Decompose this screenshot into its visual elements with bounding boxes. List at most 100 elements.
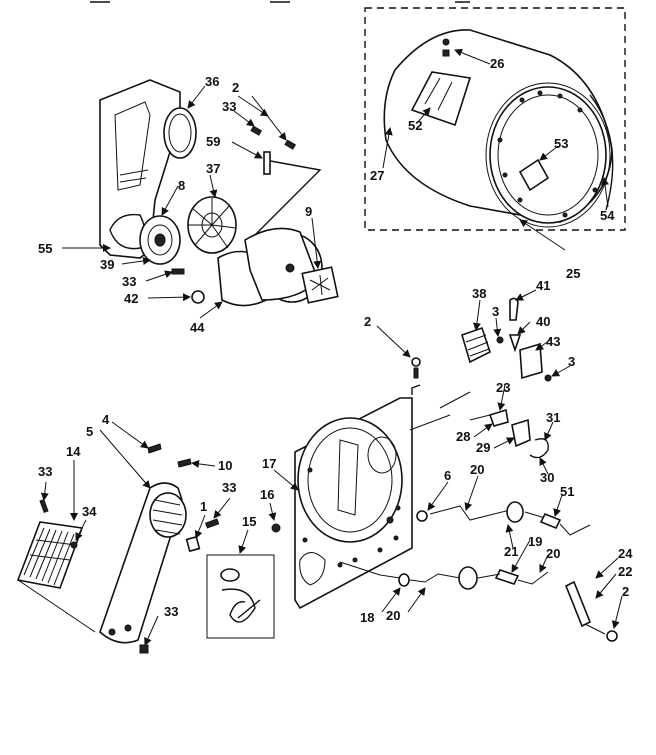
callout-33: 33 <box>222 99 236 114</box>
callout-3: 3 <box>492 304 499 319</box>
callout-18: 18 <box>360 610 374 625</box>
callout-6: 6 <box>444 468 451 483</box>
callout-40: 40 <box>536 314 550 329</box>
bulkhead-holes <box>302 467 401 568</box>
bracket-43 <box>519 342 543 380</box>
callout-51: 51 <box>560 484 574 499</box>
pad-16 <box>271 523 281 533</box>
callout-2: 2 <box>622 584 629 599</box>
callout-20: 20 <box>386 608 400 623</box>
front-panel-assembly <box>16 421 275 654</box>
switch-lever <box>469 408 509 427</box>
callout-42: 42 <box>124 291 138 306</box>
callout-4: 4 <box>102 412 110 427</box>
switch-29 <box>511 418 531 448</box>
rear-bulkhead-assembly <box>62 79 339 319</box>
screw-3-top <box>496 336 504 344</box>
screw-3-lower <box>544 374 552 382</box>
screw-26 <box>442 38 450 57</box>
callout-27: 27 <box>370 168 384 183</box>
drum-front-ring <box>489 86 607 224</box>
callout-26: 26 <box>490 56 504 71</box>
callout-labels: 36 2 33 59 37 8 9 55 39 33 42 44 26 52 5… <box>38 56 633 625</box>
sensor-41 <box>509 297 519 321</box>
thermal-fuse <box>301 266 339 304</box>
shaft-20c <box>409 573 461 583</box>
callout-53: 53 <box>554 136 568 151</box>
wire-harness-kit <box>206 554 275 639</box>
callout-22: 22 <box>618 564 632 579</box>
roller-21b <box>458 566 478 590</box>
drum-rivets <box>497 90 598 218</box>
drive-motor <box>217 227 323 307</box>
roller-support <box>564 580 618 642</box>
callout-31: 31 <box>546 410 560 425</box>
callout-54: 54 <box>600 208 615 223</box>
screw-34 <box>70 541 78 549</box>
callout-20: 20 <box>470 462 484 477</box>
screws-4-10 <box>147 443 192 468</box>
screws-top <box>171 125 297 304</box>
bearing-hub <box>139 215 181 265</box>
drum-kit-dashed-box <box>364 7 626 231</box>
callout-36: 36 <box>205 74 219 89</box>
screw-2-center <box>411 357 421 379</box>
callout-2: 2 <box>364 314 371 329</box>
callout-33: 33 <box>164 604 178 619</box>
screw-33-bottom <box>139 644 149 654</box>
screw-33-left <box>39 499 49 513</box>
callout-33: 33 <box>38 464 52 479</box>
switch-assembly <box>409 289 571 475</box>
blower-wheel <box>187 196 237 254</box>
callout-16: 16 <box>260 487 274 502</box>
callout-33: 33 <box>122 274 136 289</box>
ring-18 <box>398 573 410 587</box>
spring-30 <box>529 438 549 459</box>
callout-25: 25 <box>566 266 580 281</box>
drum-assembly <box>364 7 626 251</box>
bracket-1 <box>185 535 201 553</box>
belt-route-line <box>254 159 322 236</box>
callout-28: 28 <box>456 429 470 444</box>
bulkhead-opening <box>297 417 403 543</box>
callout-1: 1 <box>200 499 207 514</box>
shaft-20b <box>477 571 549 585</box>
clip-40 <box>508 334 522 353</box>
callout-44: 44 <box>190 320 205 335</box>
callout-59: 59 <box>206 134 220 149</box>
axle-51 <box>539 512 562 530</box>
ring-6 <box>416 510 428 522</box>
callout-23: 23 <box>496 380 510 395</box>
callout-8: 8 <box>178 178 185 193</box>
callout-20: 20 <box>546 546 560 561</box>
callout-24: 24 <box>618 546 633 561</box>
callout-3: 3 <box>568 354 575 369</box>
callout-17: 17 <box>262 456 276 471</box>
callout-15: 15 <box>242 514 256 529</box>
callout-43: 43 <box>546 334 560 349</box>
roller-assembly <box>339 475 623 642</box>
lint-filter <box>16 521 84 589</box>
screw-33-mid <box>205 518 220 529</box>
callout-41: 41 <box>536 278 550 293</box>
idler-bracket <box>263 151 271 175</box>
callout-14: 14 <box>66 444 81 459</box>
callout-39: 39 <box>100 257 114 272</box>
callout-19: 19 <box>528 534 542 549</box>
callout-33: 33 <box>222 480 236 495</box>
callout-5: 5 <box>86 424 93 439</box>
roller-21a <box>506 501 524 523</box>
axle-19 <box>494 569 520 585</box>
drum-baffle-front <box>518 158 550 192</box>
callout-29: 29 <box>476 440 490 455</box>
lint-duct <box>99 482 187 644</box>
callout-38: 38 <box>472 286 486 301</box>
drum-seal <box>589 94 614 211</box>
switch-block-38 <box>461 326 491 364</box>
callout-9: 9 <box>305 204 312 219</box>
callout-10: 10 <box>218 458 232 473</box>
callout-52: 52 <box>408 118 422 133</box>
callout-34: 34 <box>82 504 97 519</box>
callout-37: 37 <box>206 161 220 176</box>
